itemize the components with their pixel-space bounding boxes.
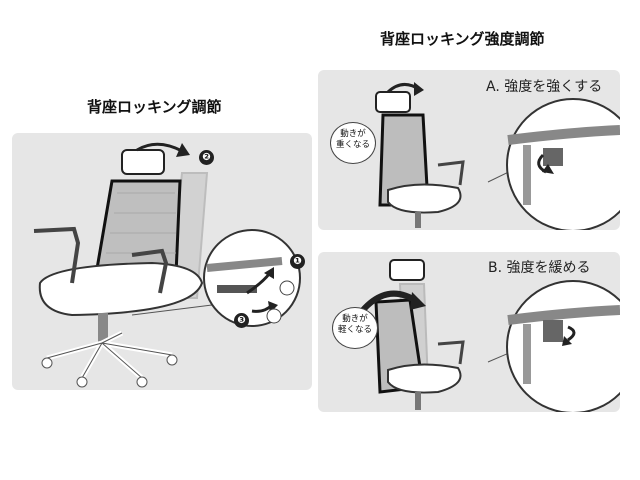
panel-b-bubble-line2: 軽くなる bbox=[337, 325, 373, 336]
right-section-title: 背座ロッキング強度調節 bbox=[380, 28, 545, 49]
left-section-title: 背座ロッキング調節 bbox=[87, 96, 222, 117]
panel-a: A. 強度を強くする 動きが 重くなる bbox=[318, 70, 620, 230]
panel-a-bubble-line1: 動きが bbox=[335, 129, 371, 140]
step-3-badge: ❸ bbox=[234, 313, 249, 328]
left-panel: ❷ ❶ ❸ bbox=[12, 133, 312, 390]
left-chair-illustration bbox=[12, 133, 312, 390]
panel-b-bubble: 動きが 軽くなる bbox=[332, 307, 378, 349]
panel-a-bubble-line2: 重くなる bbox=[335, 140, 371, 151]
step-1-badge: ❶ bbox=[290, 254, 305, 269]
panel-b: B. 強度を緩める 動きが 軽くなる bbox=[318, 252, 620, 412]
panel-a-bubble: 動きが 重くなる bbox=[330, 122, 376, 164]
step-2-badge: ❷ bbox=[199, 150, 214, 165]
panel-b-bubble-line1: 動きが bbox=[337, 314, 373, 325]
